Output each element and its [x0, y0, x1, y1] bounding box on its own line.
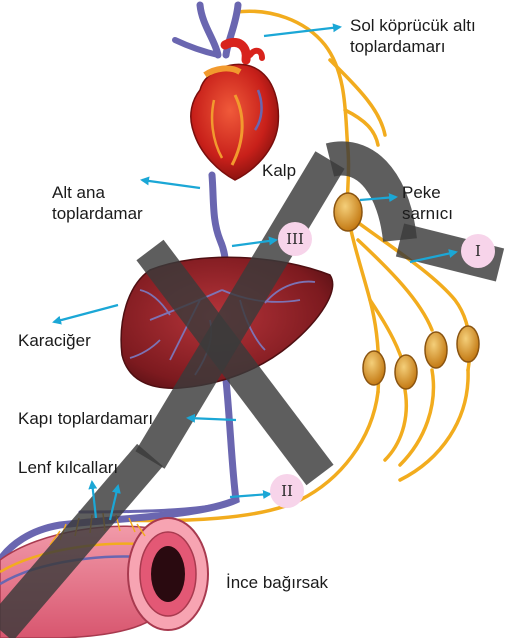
arrow-sol-kopru — [264, 27, 340, 36]
watermark — [0, 158, 500, 630]
label-kalp: Kalp — [262, 160, 296, 181]
lymph-node — [363, 351, 385, 385]
label-alt-ana-toplardamar: Alt ana toplardamar — [52, 182, 172, 224]
label-ince-bagirsak: İnce bağırsak — [226, 572, 328, 593]
marker-ii: II — [270, 474, 304, 508]
lymph-node — [395, 355, 417, 389]
marker-i: I — [461, 234, 495, 268]
label-karaciger: Karaciğer — [18, 330, 91, 351]
label-peke-sarnici: Peke sarnıcı — [402, 182, 480, 224]
arrow-karaciger — [54, 305, 118, 322]
label-kapi-toplardamari: Kapı toplardamarı — [18, 408, 153, 429]
marker-iii: III — [278, 222, 312, 256]
label-lenf-kilcallari: Lenf kılcalları — [18, 457, 118, 478]
lymph-node — [457, 326, 479, 362]
label-sol-kopruck-alti-toplardamari: Sol köprücük altı toplardamarı — [350, 15, 505, 57]
lymph-node — [425, 332, 447, 368]
lymph-node — [334, 193, 362, 231]
